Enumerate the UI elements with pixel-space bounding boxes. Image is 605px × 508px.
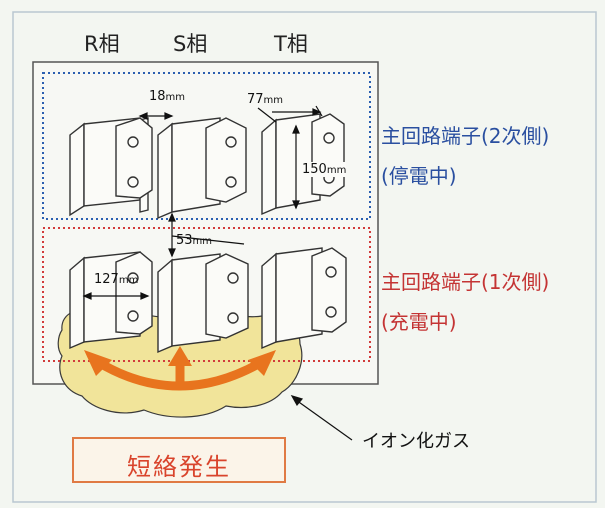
primary-terminal-label: 主回路端子(1次側) [381,270,550,294]
dim-thickness-label: 77mm [247,92,284,107]
terminal-r-bottom [69,251,153,350]
terminal-t-bottom [261,247,347,350]
terminal-r-top [69,117,153,217]
dimension-lines [82,105,353,441]
arrow-heads [84,346,276,376]
dim-height-label: 150mm [302,162,347,177]
dim-width-label: 127mm [94,272,139,287]
ion-gas-label: イオン化ガス [362,431,470,452]
terminal-s-top [157,117,247,220]
secondary-region [42,72,371,220]
short-circuit-box: 短絡発生 [72,437,286,483]
secondary-status-label: (停電中) [381,164,457,188]
terminal-s-bottom [157,253,249,354]
secondary-terminal-label: 主回路端子(2次側) [381,124,550,148]
primary-status-label: (充電中) [381,310,457,334]
phase-r-label: R相 [84,32,120,56]
phase-t-label: T相 [274,32,308,56]
dim-vertical-gap-label: 53mm [176,233,213,248]
dim-gap-label: 18mm [149,89,186,104]
phase-s-label: S相 [173,32,208,56]
short-circuit-label: 短絡発生 [127,453,231,481]
